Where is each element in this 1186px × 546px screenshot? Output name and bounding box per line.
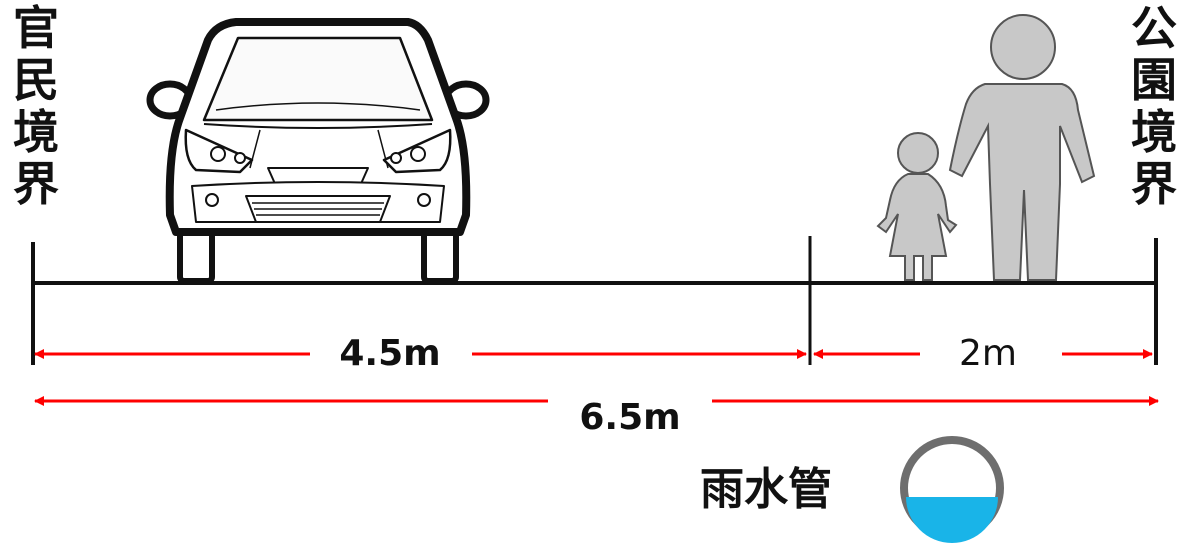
adult-and-child-icon: [876, 14, 1096, 281]
park-boundary-label: 公 園 境 界: [1131, 1, 1177, 211]
rainwater-pipe-icon: [900, 436, 1004, 543]
car-front-icon: [146, 18, 490, 284]
total-width-label: 6.5m: [555, 394, 705, 442]
road-width-label: 4.5m: [316, 330, 464, 378]
rainwater-pipe-label: 雨水管: [700, 464, 832, 515]
walkway-width-label: 2m: [928, 330, 1048, 378]
public-private-boundary-label: 官 民 境 界: [13, 1, 59, 211]
